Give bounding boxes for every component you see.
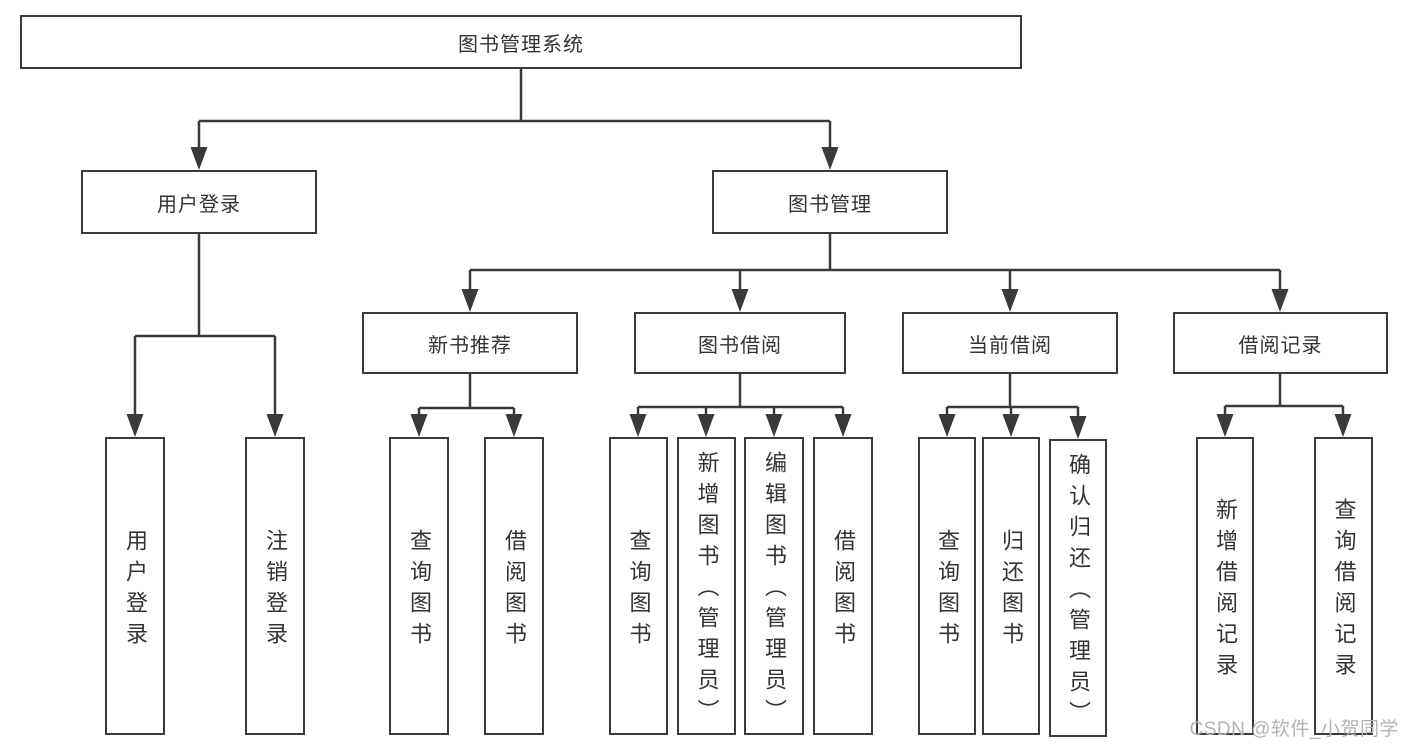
leaf-edit-book-admin: 编辑图书（管理员） — [744, 437, 804, 735]
node-current-borrow: 当前借阅 — [902, 312, 1118, 374]
node-user-login: 用户登录 — [81, 170, 317, 234]
leaf-return-book: 归还图书 — [982, 437, 1040, 735]
node-book-management: 图书管理 — [712, 170, 948, 234]
leaf-user-login: 用户登录 — [105, 437, 165, 735]
leaf-add-book-admin: 新增图书（管理员） — [677, 437, 736, 735]
csdn-watermark: CSDN @软件_小贺同学 — [1189, 719, 1399, 740]
leaf-confirm-return-admin: 确认归还（管理员） — [1049, 439, 1107, 737]
leaf-query-borrow-record: 查询借阅记录 — [1314, 437, 1373, 735]
leaf-borrow-books-1: 借阅图书 — [484, 437, 544, 735]
leaf-query-books-1: 查询图书 — [389, 437, 449, 735]
leaf-add-borrow-record: 新增借阅记录 — [1196, 437, 1254, 735]
leaf-borrow-books-2: 借阅图书 — [813, 437, 873, 735]
node-new-book-recommend: 新书推荐 — [362, 312, 578, 374]
node-borrow-records: 借阅记录 — [1173, 312, 1388, 374]
leaf-query-books-3: 查询图书 — [918, 437, 976, 735]
leaf-logout: 注销登录 — [245, 437, 305, 735]
node-root-library-system: 图书管理系统 — [20, 15, 1022, 69]
node-book-borrow: 图书借阅 — [634, 312, 846, 374]
leaf-query-books-2: 查询图书 — [609, 437, 668, 735]
